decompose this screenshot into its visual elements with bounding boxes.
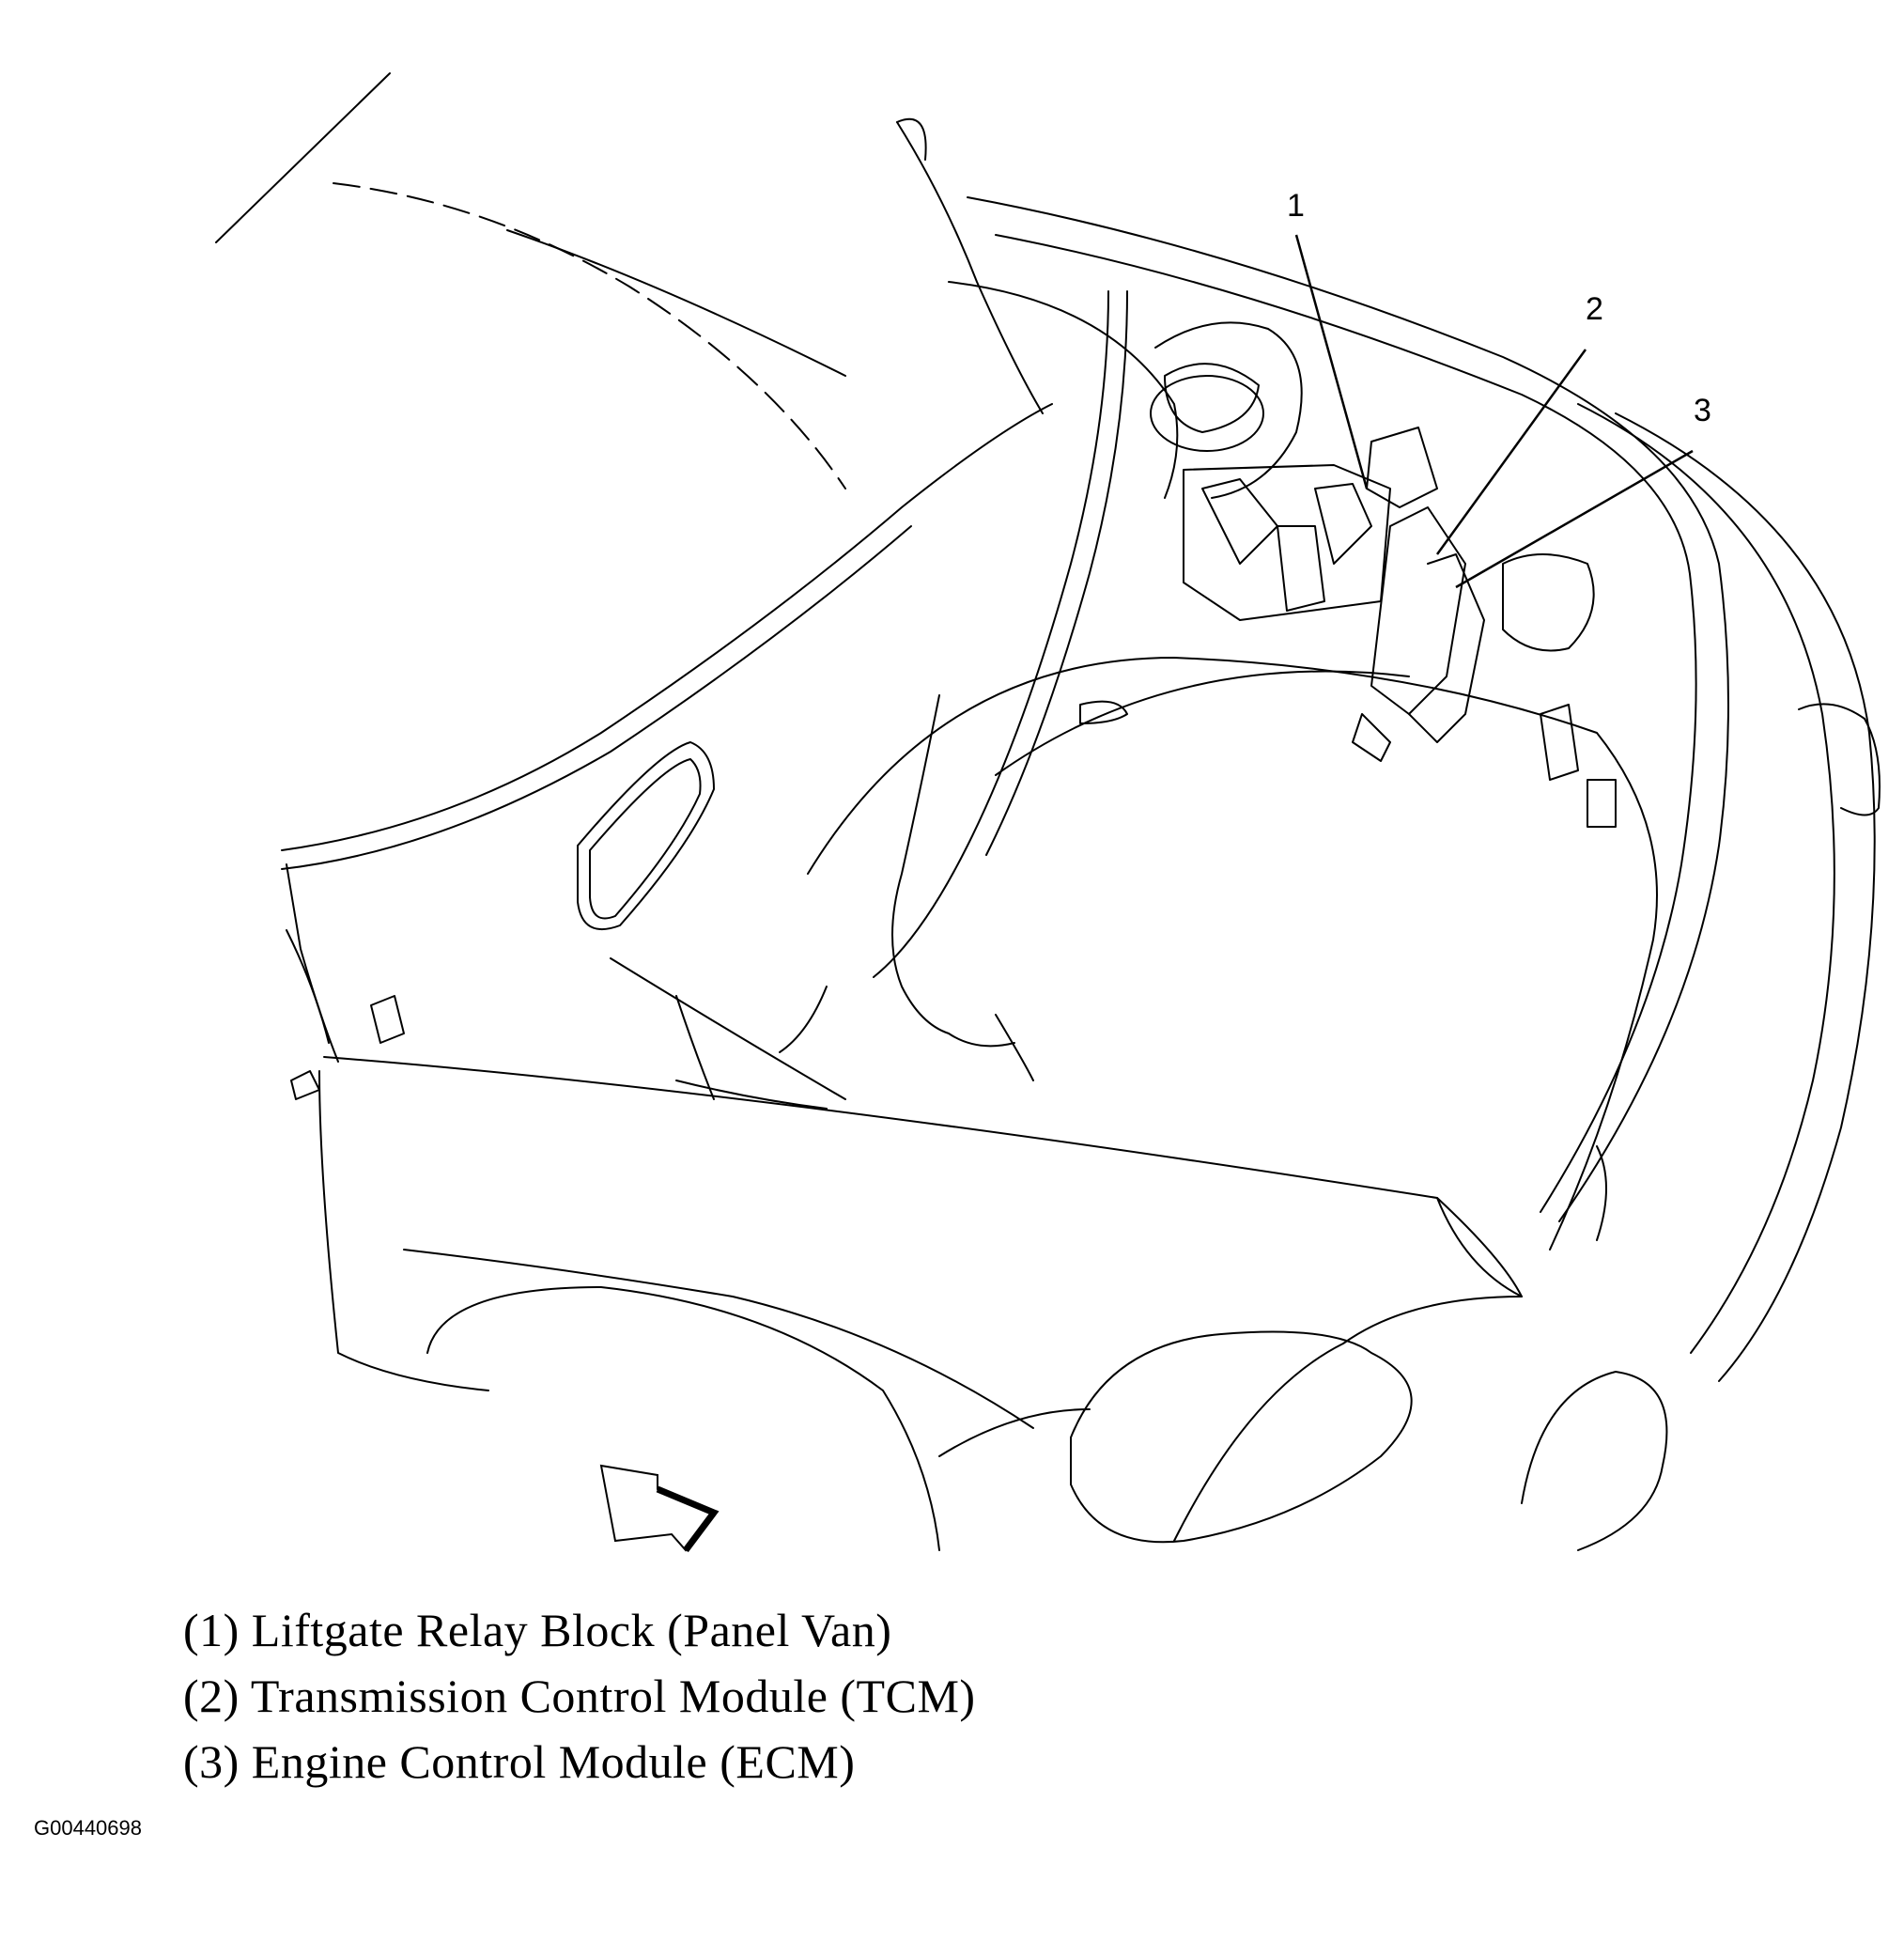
front-of-vehicle-arrow — [601, 1466, 714, 1550]
line-drawing — [0, 0, 1904, 1560]
callout-1: 1 — [1287, 188, 1305, 224]
legend-item-liftgate-relay-block: (1) Liftgate Relay Block (Panel Van) — [183, 1604, 892, 1656]
figure-id: G00440698 — [34, 1816, 142, 1840]
component-legend: (1) Liftgate Relay Block (Panel Van) (2)… — [183, 1597, 976, 1794]
callout-3: 3 — [1694, 393, 1711, 428]
engine-compartment-diagram: 1 2 3 — [0, 0, 1904, 1560]
callout-2: 2 — [1586, 291, 1603, 327]
legend-item-tcm: (2) Transmission Control Module (TCM) — [183, 1670, 976, 1722]
legend-item-ecm: (3) Engine Control Module (ECM) — [183, 1735, 856, 1788]
